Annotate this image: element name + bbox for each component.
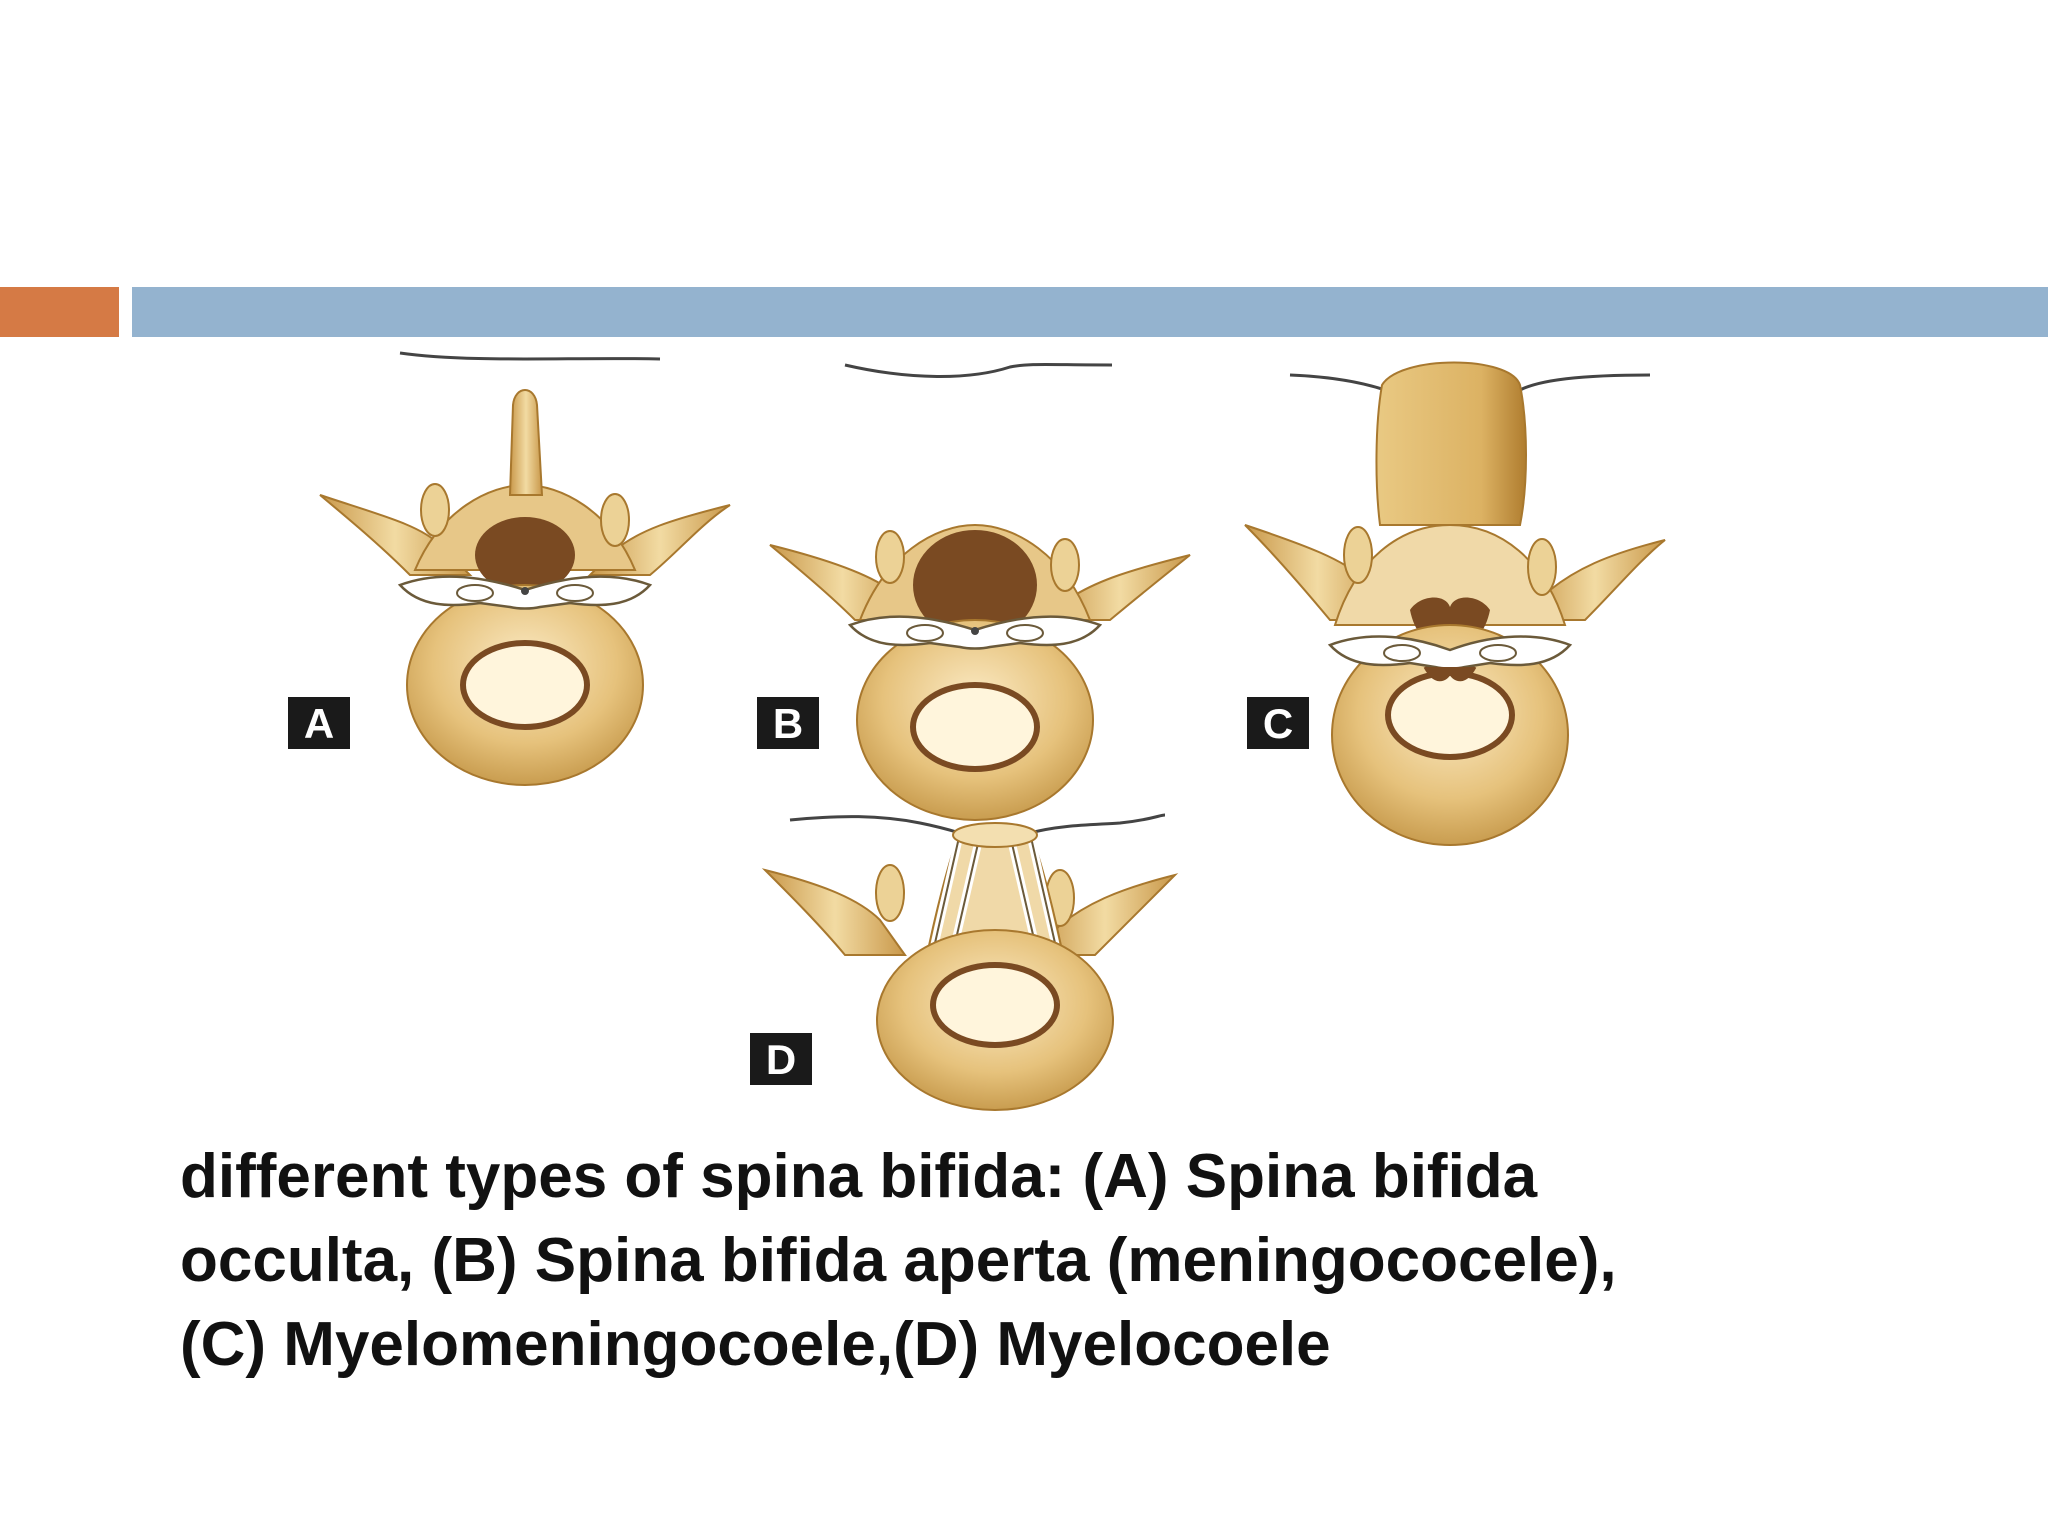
label-d: D <box>766 1036 796 1083</box>
articular-process-right-c <box>1527 538 1557 596</box>
panel-b: B <box>757 363 1191 821</box>
articular-process-left-a <box>420 483 450 537</box>
label-box-d <box>750 1033 812 1085</box>
accent-bar-orange <box>0 287 119 337</box>
spina-bifida-figure: A B <box>270 345 1690 1115</box>
articular-process-left-b <box>875 530 905 584</box>
canal-c <box>1385 670 1515 760</box>
articular-process-left-c <box>1343 526 1373 584</box>
label-box-c <box>1247 697 1309 749</box>
panel-d: D <box>750 813 1179 1111</box>
caption-line-3: (C) Myelomeningocoele,(D) Myelocoele <box>180 1310 1331 1379</box>
skin-line-d-left <box>789 815 961 835</box>
caption-line-2: occulta, (B) Spina bifida aperta (mening… <box>180 1226 1617 1295</box>
spinous-process-a <box>508 389 544 496</box>
skin-line-b <box>844 363 1113 378</box>
label-box-a <box>288 697 350 749</box>
transverse-process-left-d <box>761 868 907 956</box>
canal-b <box>910 682 1040 772</box>
skin-line-c-left <box>1289 373 1386 392</box>
articular-process-left-d <box>875 864 905 922</box>
canal-d <box>930 962 1060 1048</box>
panel-c: C <box>1244 361 1666 846</box>
panel-a: A <box>288 351 731 786</box>
label-b: B <box>773 700 803 747</box>
canal-a <box>460 640 590 730</box>
figure-caption: different types of spina bifida: (A) Spi… <box>180 1135 1880 1387</box>
skin-line-a <box>399 351 661 361</box>
caption-line-1: different types of spina bifida: (A) Spi… <box>180 1142 1538 1211</box>
exposed-cord-d <box>952 822 1038 848</box>
accent-bar-blue <box>132 287 2048 337</box>
meningocele-sac-b <box>913 530 1037 640</box>
label-box-b <box>757 697 819 749</box>
articular-process-right-b <box>1050 538 1080 592</box>
spina-bifida-illustration: A B <box>288 351 1666 1111</box>
skin-line-d-right <box>1029 813 1166 835</box>
articular-process-right-a <box>600 493 630 547</box>
label-a: A <box>304 700 334 747</box>
label-c: C <box>1263 700 1293 747</box>
myelomeningocele-sac-c <box>1375 361 1527 526</box>
nerve-roots-c <box>1327 635 1573 670</box>
skin-line-c-right <box>1519 373 1651 392</box>
spinal-cord-a <box>475 517 575 593</box>
